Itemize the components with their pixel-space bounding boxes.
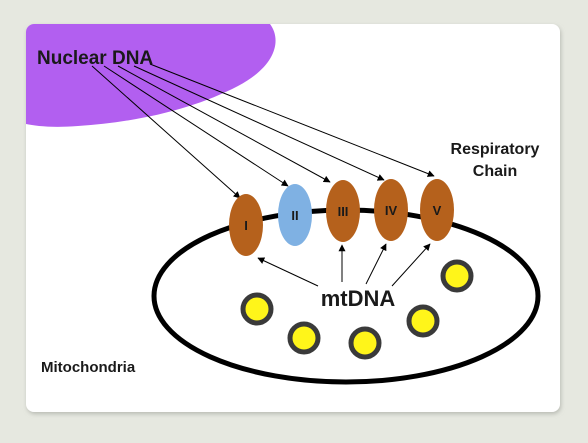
respiratory-chain-label-line1: Respiratory (451, 141, 540, 158)
nucleoid (406, 304, 440, 338)
complex-shape (229, 194, 263, 256)
nucleoids (240, 259, 474, 360)
nucleoid (348, 326, 382, 360)
mtdna-label: mtDNA (321, 286, 396, 311)
arrow-nuclear-to-V (149, 63, 435, 177)
complex-shape (420, 179, 454, 241)
nucleoid (287, 321, 321, 355)
complex-label: IV (385, 203, 398, 218)
arrow-nuclear-to-I (91, 65, 241, 199)
nuclear-region (26, 24, 276, 127)
complex-IV: IV (374, 179, 408, 241)
complex-II: II (278, 184, 312, 246)
arrow-mtdna-to-I (257, 257, 319, 287)
mitochondria-label: Mitochondria (41, 359, 136, 376)
complex-V: V (420, 179, 454, 241)
complex-shape (278, 184, 312, 246)
arrow-mtdna-to-IV (365, 243, 387, 285)
arrow-nuclear-to-III (117, 65, 331, 183)
complex-label: V (433, 203, 442, 218)
complex-label: II (291, 208, 298, 223)
nucleoid (240, 292, 274, 326)
nuclear-arrows (91, 63, 435, 199)
nucleoid (440, 259, 474, 293)
complex-shape (374, 179, 408, 241)
complex-I: I (229, 194, 263, 256)
complex-shape (326, 180, 360, 242)
arrow-nuclear-to-IV (133, 65, 385, 181)
complex-III: III (326, 180, 360, 242)
arrow-mtdna-to-V (391, 243, 431, 287)
complex-label: III (338, 204, 349, 219)
complex-label: I (244, 218, 248, 233)
mtdna-arrows (257, 243, 431, 287)
arrow-nuclear-to-II (103, 65, 289, 187)
respiratory-chain-label-line2: Chain (473, 163, 517, 180)
nuclear-dna-label: Nuclear DNA (37, 48, 153, 69)
